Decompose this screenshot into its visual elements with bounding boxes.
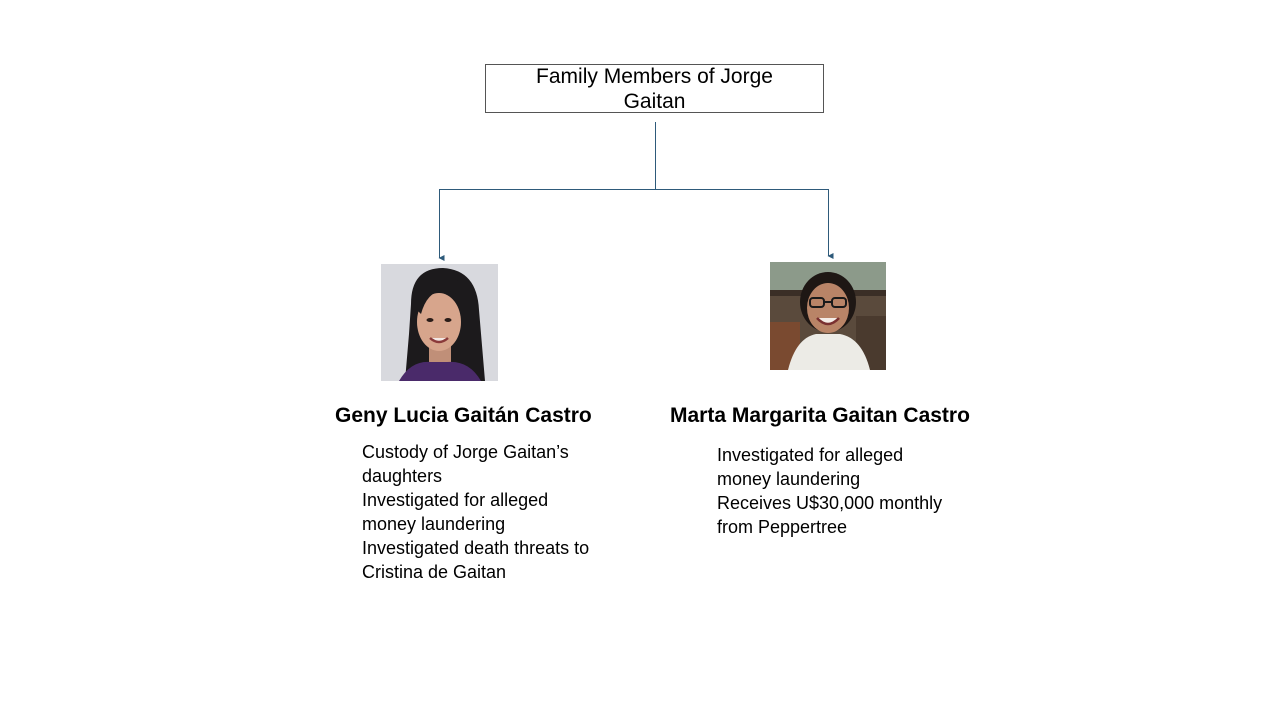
member-name-geny: Geny Lucia Gaitán Castro: [335, 404, 592, 427]
detail-item: Investigated death threats to Cristina d…: [362, 538, 590, 582]
member-name-marta: Marta Margarita Gaitan Castro: [670, 404, 970, 427]
detail-item: Investigated for alleged money launderin…: [362, 490, 549, 534]
detail-item: Receives U$30,000 monthly from Peppertre…: [717, 493, 943, 537]
root-node-title: Family Members of Jorge Gaitan: [536, 64, 773, 113]
root-node-box: Family Members of Jorge Gaitan: [485, 64, 824, 113]
portrait-image: [381, 264, 498, 381]
detail-item: Investigated for alleged money launderin…: [717, 445, 904, 489]
member-details-geny: Custody of Jorge Gaitan’s daughters Inve…: [362, 440, 607, 584]
member-photo-marta: [770, 262, 886, 370]
member-photo-geny: [381, 264, 498, 381]
portrait-image: [770, 262, 886, 370]
member-details-marta: Investigated for alleged money launderin…: [717, 443, 957, 539]
detail-item: Custody of Jorge Gaitan’s daughters: [362, 442, 569, 486]
